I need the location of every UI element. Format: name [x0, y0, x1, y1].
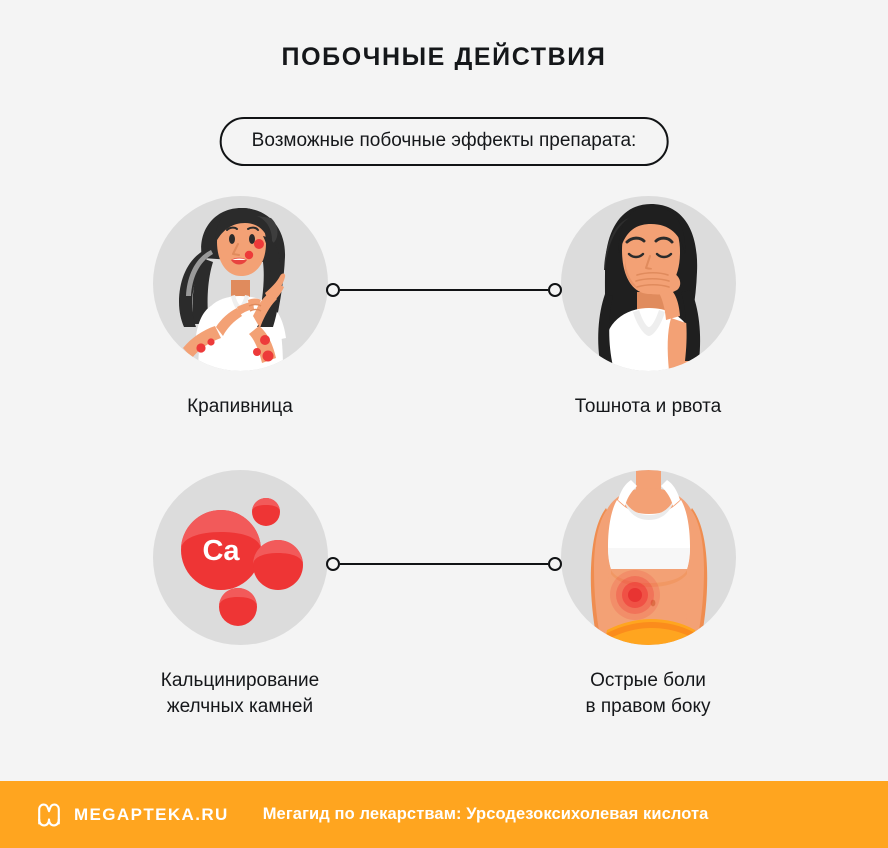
item-right-side-pain: Острые боли в правом боку [528, 470, 768, 720]
page-title: ПОБОЧНЫЕ ДЕЙСТВИЯ [281, 43, 607, 71]
megapteka-m-logo-icon [38, 803, 60, 826]
calcium-label: Ca [202, 535, 240, 567]
illustration-woman-covering-mouth [560, 196, 736, 371]
connector-dot-left [326, 557, 340, 571]
item-gallstone-calcification: Ca Кальцинирование желчных камней [120, 470, 360, 720]
item-nausea: Тошнота и рвота [528, 196, 768, 420]
connector-line [340, 289, 548, 291]
connector-top [326, 283, 562, 297]
connector-dot-left [326, 283, 340, 297]
connector-dot-right [548, 557, 562, 571]
abdominal-pain-illustration-icon [590, 470, 707, 645]
nausea-illustration-icon [597, 204, 701, 371]
item-caption: Крапивница [187, 396, 293, 417]
item-caption: Острые боли в правом боку [585, 670, 711, 717]
connector-bottom [326, 557, 562, 571]
subtitle-pill: Возможные побочные эффекты препарата: [219, 117, 669, 166]
connector-dot-right [548, 283, 562, 297]
footer-bar: MEGAPTEKA.RU Мегагид по лекарствам: Урсо… [0, 781, 888, 848]
illustration-woman-with-hives [152, 196, 328, 371]
hives-illustration-icon [178, 208, 286, 371]
illustration-torso-abdominal-pain [560, 470, 736, 645]
calcium-spheres-icon: Ca [180, 498, 303, 626]
item-urticaria: Крапивница [120, 196, 360, 420]
item-caption: Кальцинирование желчных камней [160, 670, 320, 717]
item-caption: Тошнота и рвота [574, 396, 722, 417]
footer-brand: MEGAPTEKA.RU [74, 804, 229, 824]
footer-tagline: Мегагид по лекарствам: Урсодезоксихолева… [262, 805, 709, 823]
illustration-calcium-spheres: Ca [152, 470, 328, 645]
connector-line [340, 563, 548, 565]
